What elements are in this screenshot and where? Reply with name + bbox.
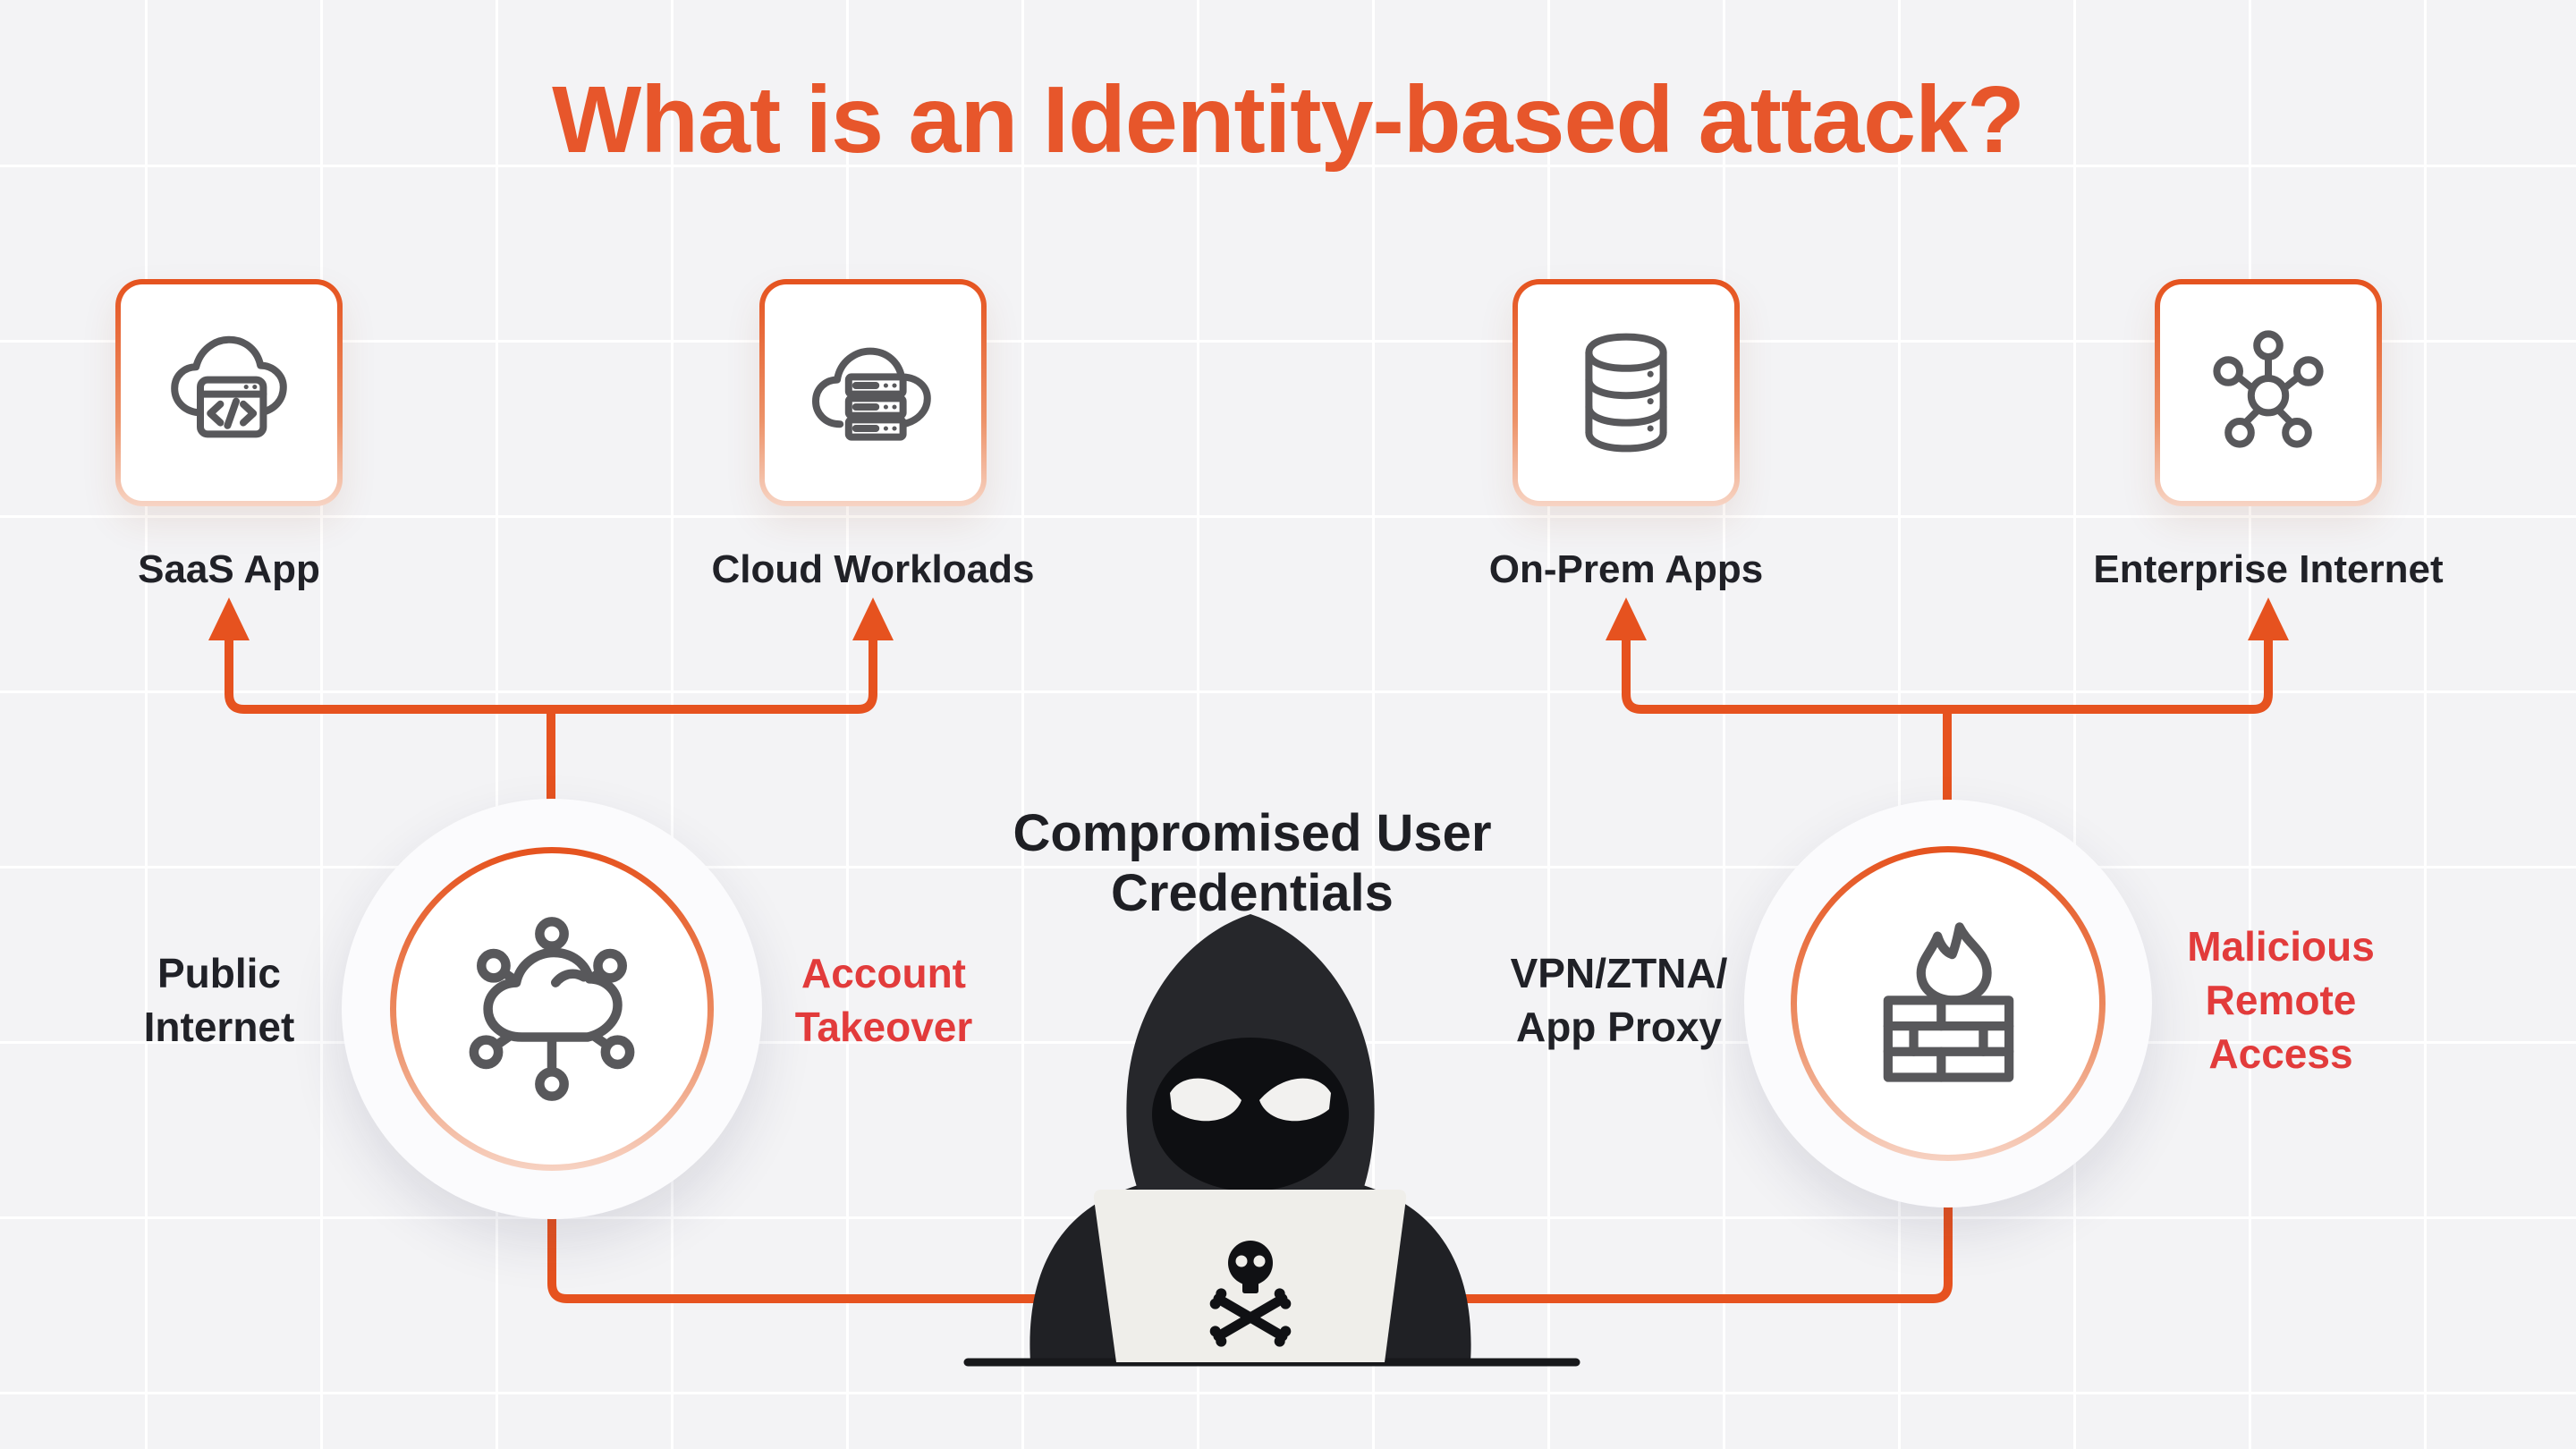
- hacker-right-eye: [1259, 1078, 1331, 1122]
- target-box-saas-app: [115, 279, 343, 506]
- public-internet-label: Public Internet: [143, 950, 295, 1050]
- database-icon: [1585, 333, 1667, 453]
- cloud-code-icon: [171, 335, 287, 438]
- cloud-network-icon: [469, 917, 635, 1101]
- page-title: What is an Identity-based attack?: [552, 67, 2025, 173]
- label-saas-app: SaaS App: [138, 547, 320, 591]
- vpn-ztna-node: [1744, 800, 2152, 1208]
- arrow-on-prem-icon: [1606, 597, 1647, 640]
- label-enterprise-internet: Enterprise Internet: [2093, 547, 2444, 591]
- target-box-cloud-workloads: [759, 279, 987, 506]
- arrow-enterprise-icon: [2248, 597, 2289, 640]
- account-takeover-label: Account Takeover: [794, 950, 973, 1050]
- arrow-cloud-workloads-icon: [852, 597, 894, 640]
- skull-crossbones-icon: [1209, 1241, 1292, 1347]
- malicious-remote-access-label: Malicious Remote Access: [2187, 923, 2375, 1077]
- hacker-face: [1152, 1038, 1349, 1191]
- label-on-prem-apps: On-Prem Apps: [1488, 547, 1764, 591]
- label-cloud-workloads: Cloud Workloads: [711, 547, 1035, 591]
- network-hub-icon: [2213, 330, 2324, 448]
- compromised-credentials-label: Compromised User Credentials: [1013, 804, 1492, 922]
- target-box-on-prem-apps: [1513, 279, 1740, 506]
- public-internet-node: [342, 799, 762, 1219]
- vpn-ztna-app-proxy-label: VPN/ZTNA/ App Proxy: [1510, 950, 1728, 1050]
- hacker-left-eye: [1170, 1078, 1241, 1122]
- firewall-icon: [1883, 921, 2013, 1082]
- cloud-servers-icon: [812, 347, 931, 441]
- arrow-saas-app-icon: [208, 597, 250, 640]
- target-box-enterprise-internet: [2155, 279, 2382, 506]
- hooded-hacker-illustration: [963, 914, 1580, 1367]
- up-arrowheads: [208, 597, 2289, 640]
